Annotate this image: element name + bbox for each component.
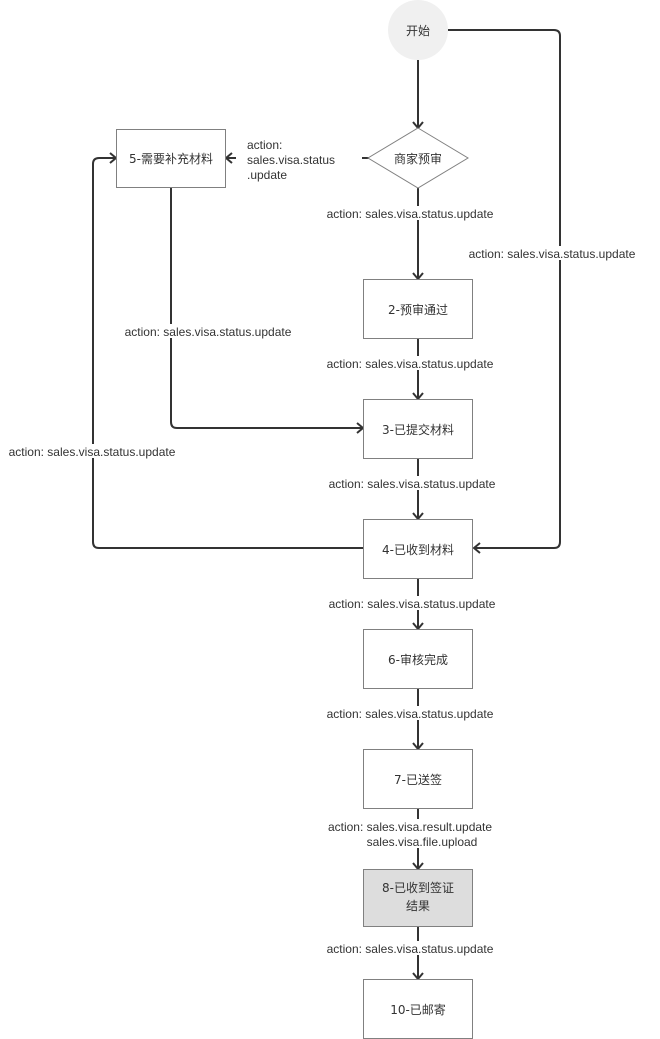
label-background bbox=[460, 246, 646, 260]
label-background bbox=[318, 941, 504, 955]
node-n7[interactable]: 7-已送签 bbox=[363, 749, 473, 809]
edge-label-review-to-n5: .update bbox=[247, 168, 287, 182]
edge-label-start-to-n4: action: sales.visa.status.update bbox=[469, 247, 636, 261]
edge-label-n6-to-n7: action: sales.visa.status.update bbox=[327, 707, 494, 721]
state-box bbox=[363, 279, 473, 339]
node-n5[interactable]: 5-需要补充材料 bbox=[116, 129, 226, 188]
edge-label-n4-to-n5: action: sales.visa.status.update bbox=[9, 445, 176, 459]
label-background bbox=[318, 206, 504, 220]
nodes: 开始 商家预审 5-需要补充材料 2-预审通过 3-已提交材料 4-已收到材料 bbox=[116, 0, 473, 1039]
edge-label-review-to-n5: action: bbox=[247, 138, 282, 152]
edge-n4-to-n5 bbox=[92, 157, 363, 549]
node-n10[interactable]: 10-已邮寄 bbox=[363, 979, 473, 1039]
edge-label-n3-to-n4: action: sales.visa.status.update bbox=[329, 477, 496, 491]
label-background bbox=[318, 356, 504, 370]
start-circle bbox=[388, 0, 448, 60]
edge-label-n2-to-n3: action: sales.visa.status.update bbox=[327, 357, 494, 371]
decision-diamond bbox=[367, 127, 469, 189]
edge-label-n5-to-n3: action: sales.visa.status.update bbox=[125, 325, 292, 339]
edge-n5-to-n3 bbox=[170, 188, 363, 429]
edge-label-n4-to-n6: action: sales.visa.status.update bbox=[329, 597, 496, 611]
node-label: 6-审核完成 bbox=[388, 652, 448, 667]
node-label: 4-已收到材料 bbox=[382, 543, 454, 557]
node-start[interactable]: 开始 bbox=[388, 0, 448, 60]
state-box-highlighted bbox=[363, 869, 473, 927]
label-background bbox=[320, 596, 506, 610]
node-label: 商家预审 bbox=[394, 151, 442, 166]
node-n6[interactable]: 6-审核完成 bbox=[363, 629, 473, 689]
state-box bbox=[363, 629, 473, 689]
node-n2[interactable]: 2-预审通过 bbox=[363, 279, 473, 339]
edge-start-to-n4 bbox=[448, 29, 561, 549]
node-label: 5-需要补充材料 bbox=[129, 151, 213, 166]
edge-label-n7-to-n8: action: sales.visa.result.update bbox=[328, 820, 492, 834]
state-box bbox=[363, 399, 473, 459]
node-review[interactable]: 商家预审 bbox=[367, 127, 469, 189]
state-box bbox=[116, 129, 226, 188]
node-n8[interactable]: 8-已收到签证 结果 bbox=[363, 869, 473, 927]
node-label: 7-已送签 bbox=[394, 772, 442, 787]
label-background bbox=[116, 324, 302, 338]
node-n4[interactable]: 4-已收到材料 bbox=[363, 519, 473, 579]
node-label: 10-已邮寄 bbox=[390, 1002, 446, 1017]
node-label: 8-已收到签证 bbox=[382, 880, 454, 895]
arrow-head-icon bbox=[472, 542, 481, 554]
edge-label-review-to-n2: action: sales.visa.status.update bbox=[327, 207, 494, 221]
label-background bbox=[320, 476, 506, 490]
edge-label-n7-to-n8: sales.visa.file.upload bbox=[367, 835, 478, 849]
state-box bbox=[363, 979, 473, 1039]
label-background bbox=[318, 819, 504, 848]
node-label: 开始 bbox=[406, 24, 430, 38]
label-background bbox=[0, 444, 186, 458]
node-n3[interactable]: 3-已提交材料 bbox=[363, 399, 473, 459]
state-box bbox=[363, 519, 473, 579]
node-label: 结果 bbox=[406, 899, 430, 913]
edge-label-n8-to-n10: action: sales.visa.status.update bbox=[327, 942, 494, 956]
state-box bbox=[363, 749, 473, 809]
node-label: 3-已提交材料 bbox=[382, 422, 454, 437]
label-background bbox=[318, 706, 504, 720]
node-label: 2-预审通过 bbox=[388, 302, 448, 317]
edge-label-review-to-n5: sales.visa.status bbox=[247, 153, 335, 167]
edge-labels: action: sales.visa.status .update action… bbox=[0, 138, 646, 956]
